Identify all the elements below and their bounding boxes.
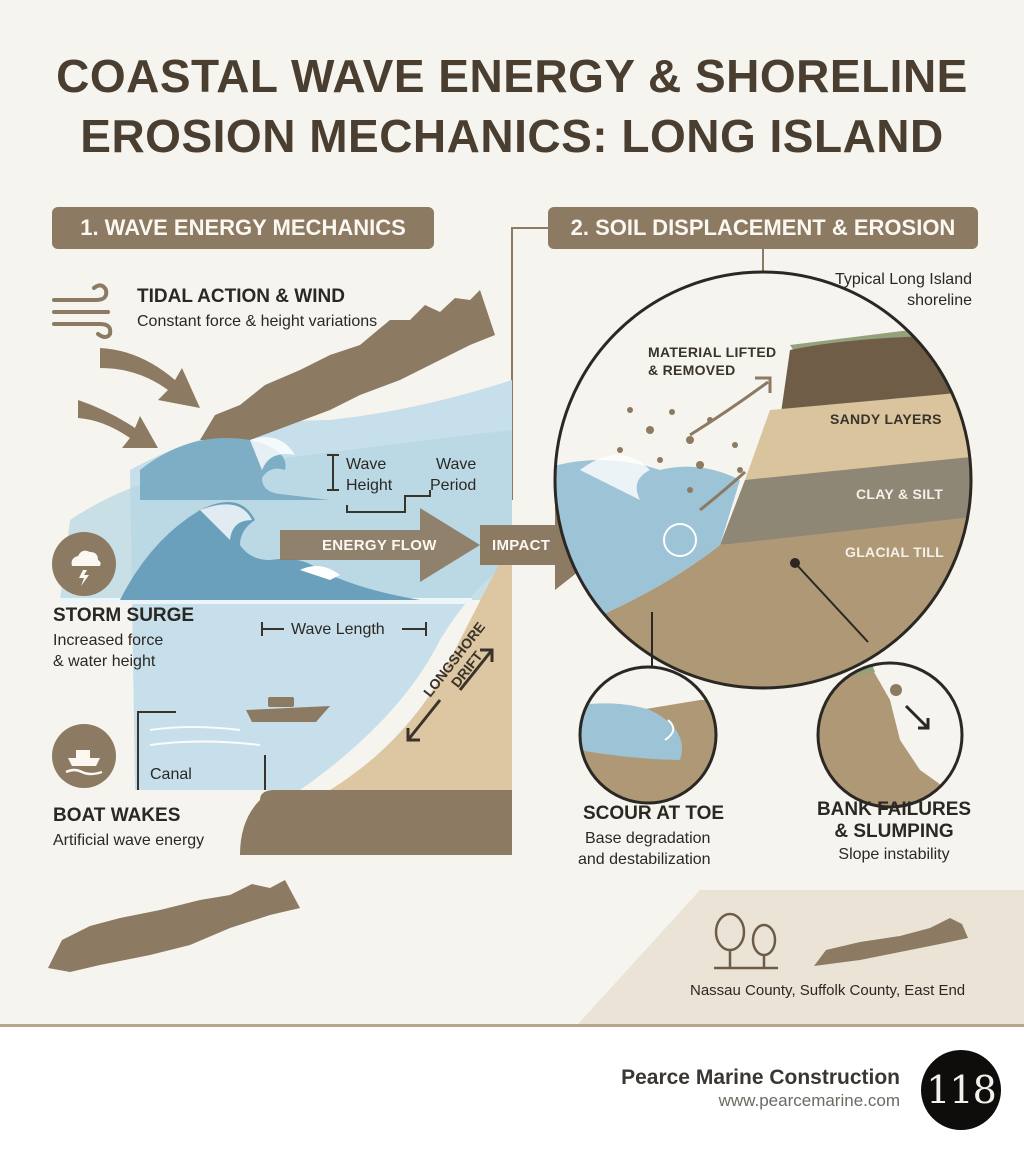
wave-height-label-2: Height xyxy=(346,477,393,494)
boat xyxy=(246,697,330,722)
wave-length-label: Wave Length xyxy=(291,621,385,638)
canal-walls xyxy=(137,711,266,790)
bank-desc: Slope instability xyxy=(838,846,950,863)
footer xyxy=(0,1027,1024,1154)
energy-flow-label: ENERGY FLOW xyxy=(322,537,437,554)
title-line-1: COASTAL WAVE ENERGY & SHORELINE xyxy=(56,50,968,102)
layer-clay-label: CLAY & SILT xyxy=(856,486,944,502)
material-lifted-label-2: & REMOVED xyxy=(648,362,736,378)
layer-sandy-label: SANDY LAYERS xyxy=(830,411,942,427)
breaking-waves xyxy=(120,437,420,600)
scour-inset xyxy=(580,667,716,803)
tidal-action-desc: Constant force & height variations xyxy=(137,313,378,330)
energy-flow-arrow xyxy=(280,508,480,582)
shoreline-label-1: Typical Long Island xyxy=(835,271,972,288)
brand-name: Pearce Marine Construction xyxy=(621,1066,900,1089)
tree-icon xyxy=(714,912,778,970)
brand-url: www.pearcemarine.com xyxy=(718,1091,900,1110)
bank-failure-inset xyxy=(818,663,962,807)
brand-block: Pearce Marine Construction www.pearcemar… xyxy=(621,1066,900,1112)
wave-length-marker xyxy=(261,622,427,636)
boat-wakes-title: BOAT WAKES xyxy=(53,805,181,826)
wave-height-label-1: Wave xyxy=(346,456,387,473)
wave-period-marker xyxy=(346,490,431,513)
long-island-map-bottom xyxy=(48,880,300,972)
page-number-badge: 118 xyxy=(921,1050,1001,1130)
bulkhead xyxy=(240,790,512,855)
wind-icon xyxy=(52,283,113,339)
region-panel xyxy=(578,890,1024,1024)
wave-period-label-1: Wave xyxy=(436,456,477,473)
region-label: Nassau County, Suffolk County, East End xyxy=(690,982,966,999)
storm-surge-desc-2: & water height xyxy=(53,653,156,670)
scour-desc-2: and destabilization xyxy=(578,851,711,868)
section-header-soil-displacement: 2. SOIL DISPLACEMENT & EROSION xyxy=(548,207,978,249)
material-lifted-label-1: MATERIAL LIFTED xyxy=(648,344,777,360)
boat-icon xyxy=(52,724,116,788)
footer-divider xyxy=(0,1024,1024,1027)
bank-title-1: BANK FAILURES xyxy=(816,799,972,820)
connector-line xyxy=(511,227,548,500)
bank-title-2: & SLUMPING xyxy=(834,821,954,842)
section-header-wave-energy: 1. WAVE ENERGY MECHANICS xyxy=(52,207,434,249)
page-title: COASTAL WAVE ENERGY & SHORELINE EROSION … xyxy=(0,46,1024,166)
long-island-map-top xyxy=(200,290,495,440)
title-line-2: EROSION MECHANICS: LONG ISLAND xyxy=(80,110,944,162)
wave-height-marker xyxy=(327,454,339,491)
longshore-drift-arrows xyxy=(406,648,494,742)
long-island-map-icon xyxy=(814,918,968,966)
wind-arrows xyxy=(78,348,200,448)
scour-desc-1: Base degradation xyxy=(585,830,711,847)
lift-arrows xyxy=(689,376,772,512)
storm-surge-title: STORM SURGE xyxy=(53,605,195,626)
storm-surge-desc-1: Increased force xyxy=(53,632,164,649)
boat-wakes-desc: Artificial wave energy xyxy=(53,832,205,849)
beach-sand xyxy=(330,540,512,790)
tidal-action-title: TIDAL ACTION & WIND xyxy=(137,286,345,307)
impact-label: IMPACT xyxy=(492,537,551,554)
scour-title: SCOUR AT TOE xyxy=(583,803,725,824)
canal-label: Canal xyxy=(150,766,192,783)
shoreline-cross-section xyxy=(555,272,971,688)
storm-cloud-icon xyxy=(52,532,116,596)
shoreline-label-2: shoreline xyxy=(907,292,972,309)
erosion-illustration xyxy=(48,227,1024,1024)
layer-glacial-label: GLACIAL TILL xyxy=(845,544,944,560)
wave-period-label-2: Period xyxy=(430,477,477,494)
